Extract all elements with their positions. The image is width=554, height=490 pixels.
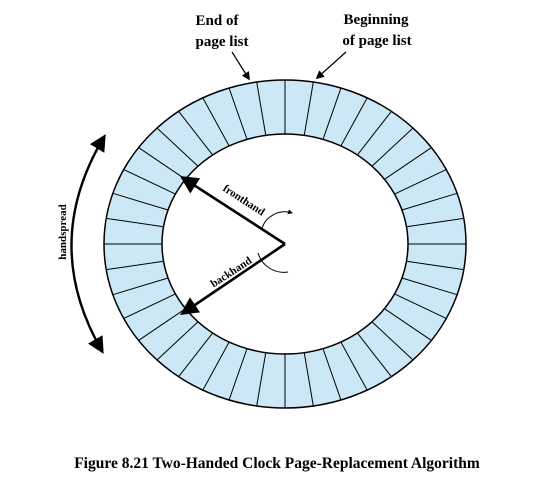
handspread-arrow <box>70 134 106 354</box>
page-slot-divider <box>202 97 230 147</box>
page-slot-divider <box>202 341 230 391</box>
page-slot-divider <box>228 348 248 401</box>
page-slot-divider <box>303 81 314 136</box>
beginning-label-line2: of page list <box>342 33 411 49</box>
page-slot-divider <box>384 308 432 341</box>
page-slot-divider <box>356 111 392 156</box>
page-slot-divider <box>156 321 199 361</box>
page-slot-divider <box>123 293 176 319</box>
page-slot-divider <box>178 332 214 377</box>
beginning-label-line1: Beginning <box>343 12 409 28</box>
page-slot-divider <box>256 352 267 407</box>
page-slot-divider <box>371 321 414 361</box>
page-slot-divider <box>106 260 164 271</box>
figure-caption: Figure 8.21 Two-Handed Clock Page-Replac… <box>74 455 480 472</box>
page-slot-divider <box>138 147 186 180</box>
page-slot-divider <box>406 260 464 271</box>
page-slot-divider <box>394 293 447 319</box>
page-slot-divider <box>112 277 169 296</box>
page-slot-divider <box>106 217 164 228</box>
page-slot-divider <box>156 127 199 167</box>
page-slot-divider <box>340 97 368 147</box>
page-slot-divider <box>340 341 368 391</box>
end-label-line2: page list <box>196 34 249 50</box>
page-slot-divider <box>322 348 342 401</box>
page-slot-divider <box>138 308 186 341</box>
page-slot-divider <box>322 87 342 140</box>
page-slot-divider <box>394 169 447 195</box>
page-slot-divider <box>256 81 267 136</box>
page-slot-divider <box>401 192 458 211</box>
page-slot-divider <box>401 277 458 296</box>
page-slot-divider <box>356 332 392 377</box>
backhand-arrow <box>179 242 286 316</box>
rotation-arc-lower <box>257 252 289 273</box>
page-slot-divider <box>123 169 176 195</box>
page-slot-divider <box>371 127 414 167</box>
rotation-arc-upper <box>261 209 293 229</box>
page-slot-divider <box>303 352 314 407</box>
handspread-label: handspread <box>57 204 69 259</box>
end-label-line1: End of <box>196 13 240 29</box>
beginning-of-list-pointer <box>315 51 347 80</box>
page-slot-divider <box>384 147 432 180</box>
page-slot-divider <box>178 111 214 156</box>
end-of-list-pointer <box>231 51 250 81</box>
page-slot-divider <box>112 192 169 211</box>
page-slot-divider <box>406 217 464 228</box>
page-slot-divider <box>228 87 248 140</box>
fronthand-arrow <box>179 176 286 246</box>
